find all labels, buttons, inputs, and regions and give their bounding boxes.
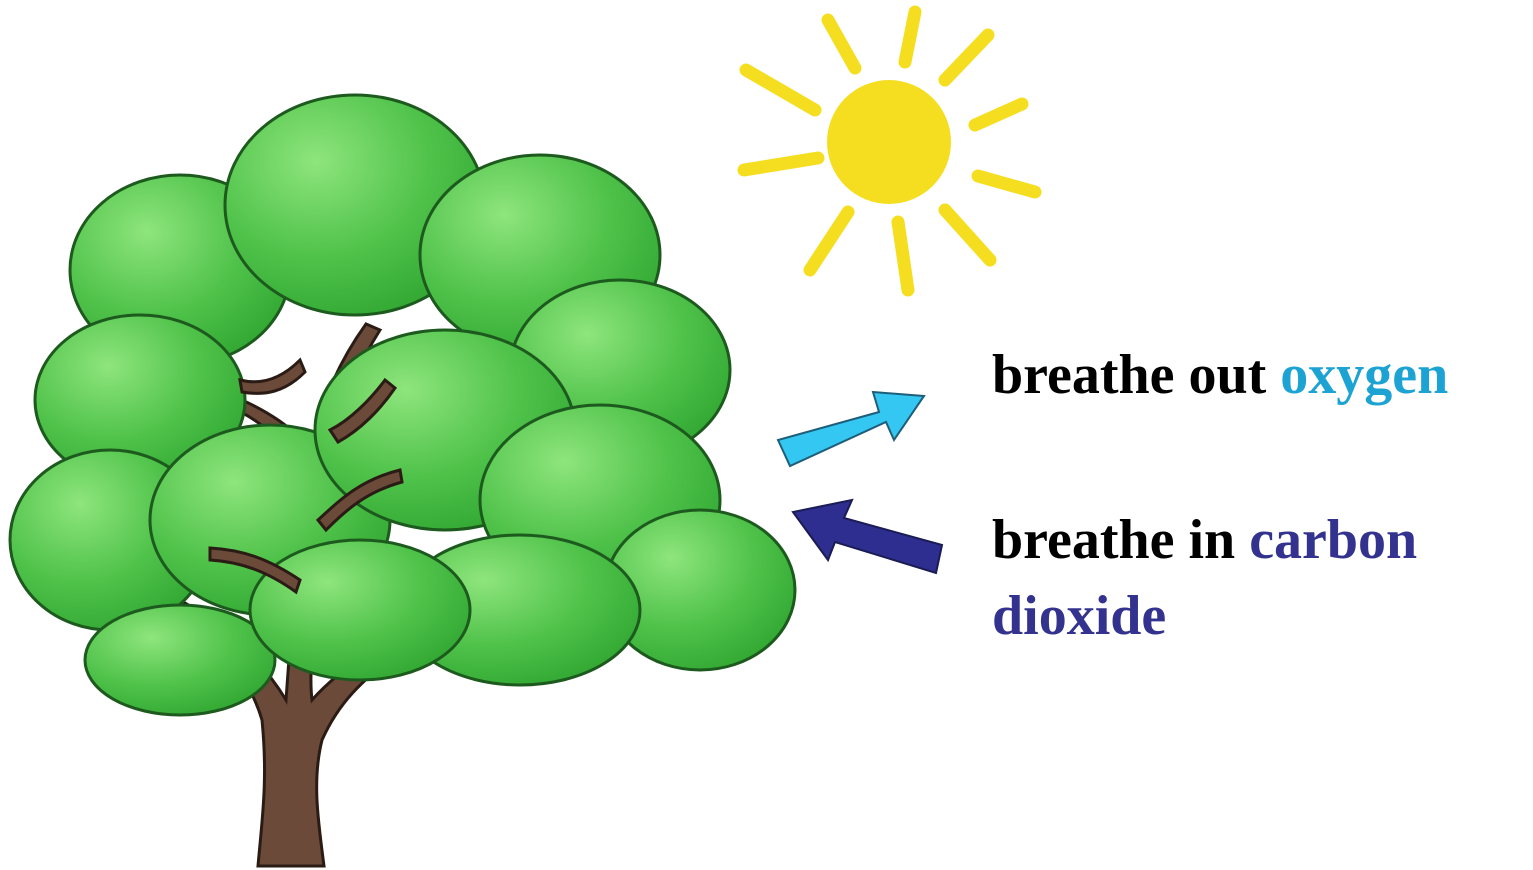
breathe-out-label: breathe out oxygen [992,337,1448,413]
dioxide-text: dioxide [992,585,1166,647]
breathe-out-prefix: breathe out [992,344,1280,406]
breathe-in-prefix: breathe in [992,509,1249,571]
breathe-in-label: breathe in carbon [992,502,1417,578]
breathe-in-label-line2: dioxide [992,578,1166,654]
sun-icon [744,12,1035,290]
arrow-up-left-icon [793,500,942,573]
oxygen-text: oxygen [1280,344,1448,406]
sun-disc [827,80,951,204]
tree-illustration [10,95,795,866]
carbon-text: carbon [1249,509,1417,571]
arrow-up-right-icon [778,392,924,466]
